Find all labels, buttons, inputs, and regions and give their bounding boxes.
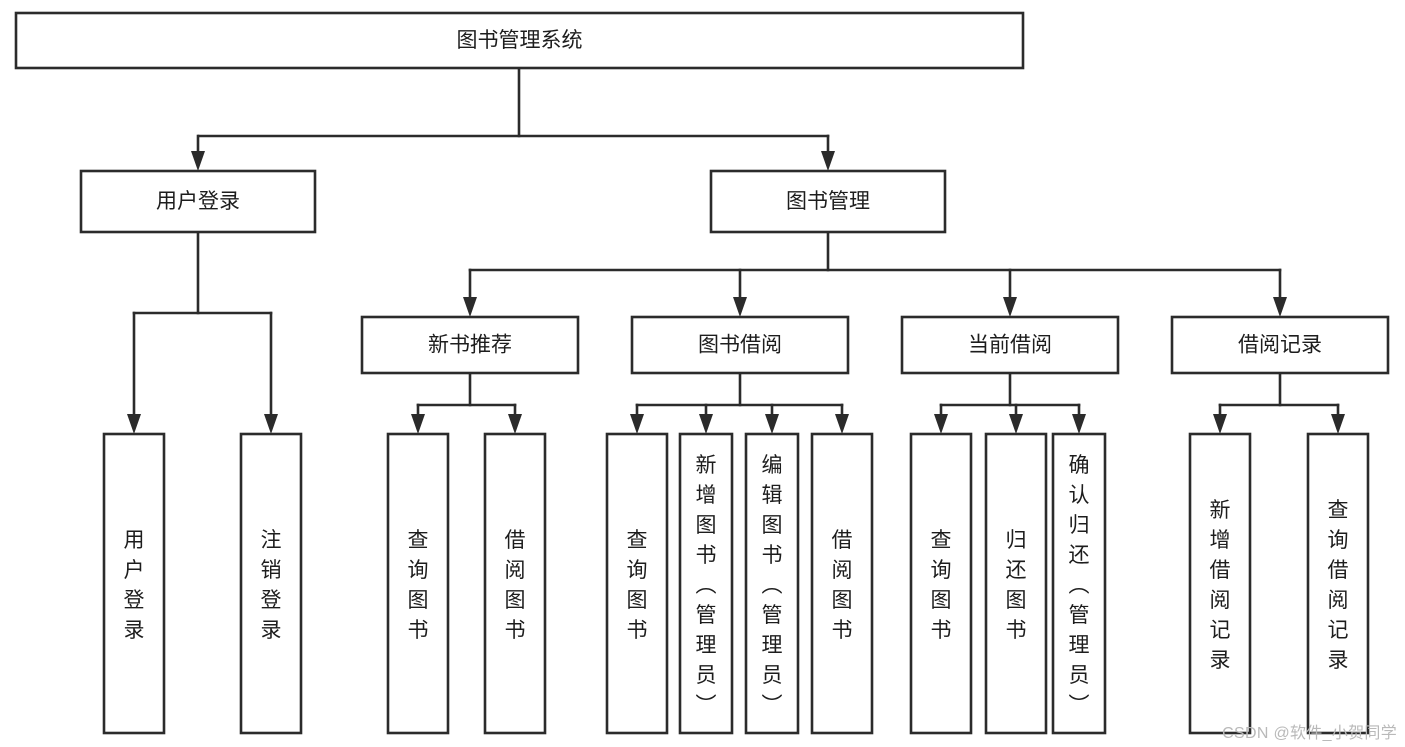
node-user-login[interactable]: 用户登录 [79, 169, 317, 234]
edge-borrow_record-to-leaf_query_record [1331, 403, 1345, 434]
edge-user_login-to-leaf_user_login [127, 311, 141, 434]
node-new-book-recommend[interactable]: 新书推荐 [360, 315, 580, 375]
edge-book_mgmt-to-borrow_record [1273, 268, 1287, 317]
edge-current_borrow-to-leaf_confirm_return [1072, 403, 1086, 434]
node-book-management[interactable]: 图书管理 [709, 169, 947, 234]
edge-book_mgmt-to-new_book_rec [463, 268, 477, 317]
node-label: 借阅记录 [1238, 334, 1322, 357]
node-label: 借阅图书 [832, 529, 853, 642]
node-label: 借阅图书 [505, 529, 526, 642]
node-layer: 图书管理系统用户登录图书管理新书推荐图书借阅当前借阅借阅记录用户登录注销登录查询… [14, 11, 1390, 735]
node-leaf-borrow-book-1[interactable]: 借阅图书 [483, 432, 547, 735]
edge-new_book_rec-to-leaf_query_book_1 [411, 403, 425, 434]
edge-current_borrow-to-leaf_return_book [1009, 403, 1023, 434]
edge-root-to-user_login [191, 134, 205, 171]
node-leaf-borrow-book-2[interactable]: 借阅图书 [810, 432, 874, 735]
node-label: 用户登录 [124, 529, 145, 642]
connector-layer [127, 66, 1345, 434]
node-label: 新增图书︵管理员︶ [696, 454, 717, 717]
node-label: 图书管理系统 [457, 29, 583, 52]
connector-current-borrow-bus [939, 371, 1081, 407]
node-label: 查询图书 [627, 529, 648, 642]
edge-current_borrow-to-leaf_query_book_3 [934, 403, 948, 434]
node-label: 图书管理 [786, 190, 870, 213]
edge-book_borrow-to-leaf_edit_book [765, 403, 779, 434]
edge-root-to-book_mgmt [821, 134, 835, 171]
node-leaf-user-login[interactable]: 用户登录 [102, 432, 166, 735]
node-label: 查询借阅记录 [1328, 499, 1349, 672]
node-book-borrow[interactable]: 图书借阅 [630, 315, 850, 375]
csdn-watermark: CSDN @软件_小贺同学 [1222, 725, 1397, 742]
node-current-borrow[interactable]: 当前借阅 [900, 315, 1120, 375]
edge-book_mgmt-to-current_borrow [1003, 268, 1017, 317]
node-label: 归还图书 [1006, 529, 1027, 642]
edge-book_borrow-to-leaf_add_book [699, 403, 713, 434]
node-label: 用户登录 [156, 190, 240, 213]
node-label: 当前借阅 [968, 334, 1052, 357]
node-label: 查询图书 [408, 529, 429, 642]
node-root-system[interactable]: 图书管理系统 [14, 11, 1025, 70]
node-label: 新增借阅记录 [1210, 499, 1231, 672]
edge-book_borrow-to-leaf_borrow_book_2 [835, 403, 849, 434]
edge-user_login-to-leaf_logout [264, 311, 278, 434]
connector-new-book-bus [416, 371, 517, 407]
connector-user-login-bus [132, 230, 273, 315]
node-label: 编辑图书︵管理员︶ [762, 454, 783, 717]
node-leaf-confirm-return[interactable]: 确认归还︵管理员︶ [1051, 432, 1107, 735]
node-leaf-query-book-2[interactable]: 查询图书 [605, 432, 669, 735]
connector-root-bus [197, 66, 830, 138]
connector-book-mgmt-bus [468, 230, 1282, 272]
node-label: 新书推荐 [428, 334, 512, 357]
node-leaf-edit-book[interactable]: 编辑图书︵管理员︶ [744, 432, 800, 735]
node-label: 图书借阅 [698, 334, 782, 357]
node-leaf-logout[interactable]: 注销登录 [239, 432, 303, 735]
node-label: 查询图书 [931, 529, 952, 642]
node-leaf-query-book-3[interactable]: 查询图书 [909, 432, 973, 735]
edge-borrow_record-to-leaf_add_record [1213, 403, 1227, 434]
edge-book_mgmt-to-book_borrow [733, 268, 747, 317]
node-borrow-record[interactable]: 借阅记录 [1170, 315, 1390, 375]
node-leaf-query-borrow-record[interactable]: 查询借阅记录 [1306, 432, 1370, 735]
node-leaf-query-book-1[interactable]: 查询图书 [386, 432, 450, 735]
node-leaf-add-book[interactable]: 新增图书︵管理员︶ [678, 432, 734, 735]
node-leaf-return-book[interactable]: 归还图书 [984, 432, 1048, 735]
node-label: 确认归还︵管理员︶ [1069, 454, 1090, 717]
node-leaf-add-borrow-record[interactable]: 新增借阅记录 [1188, 432, 1252, 735]
edge-new_book_rec-to-leaf_borrow_book_1 [508, 403, 522, 434]
connector-borrow-record-bus [1218, 371, 1340, 407]
node-label: 注销登录 [261, 529, 282, 642]
connector-book-borrow-bus [635, 371, 844, 407]
edge-book_borrow-to-leaf_query_book_2 [630, 403, 644, 434]
